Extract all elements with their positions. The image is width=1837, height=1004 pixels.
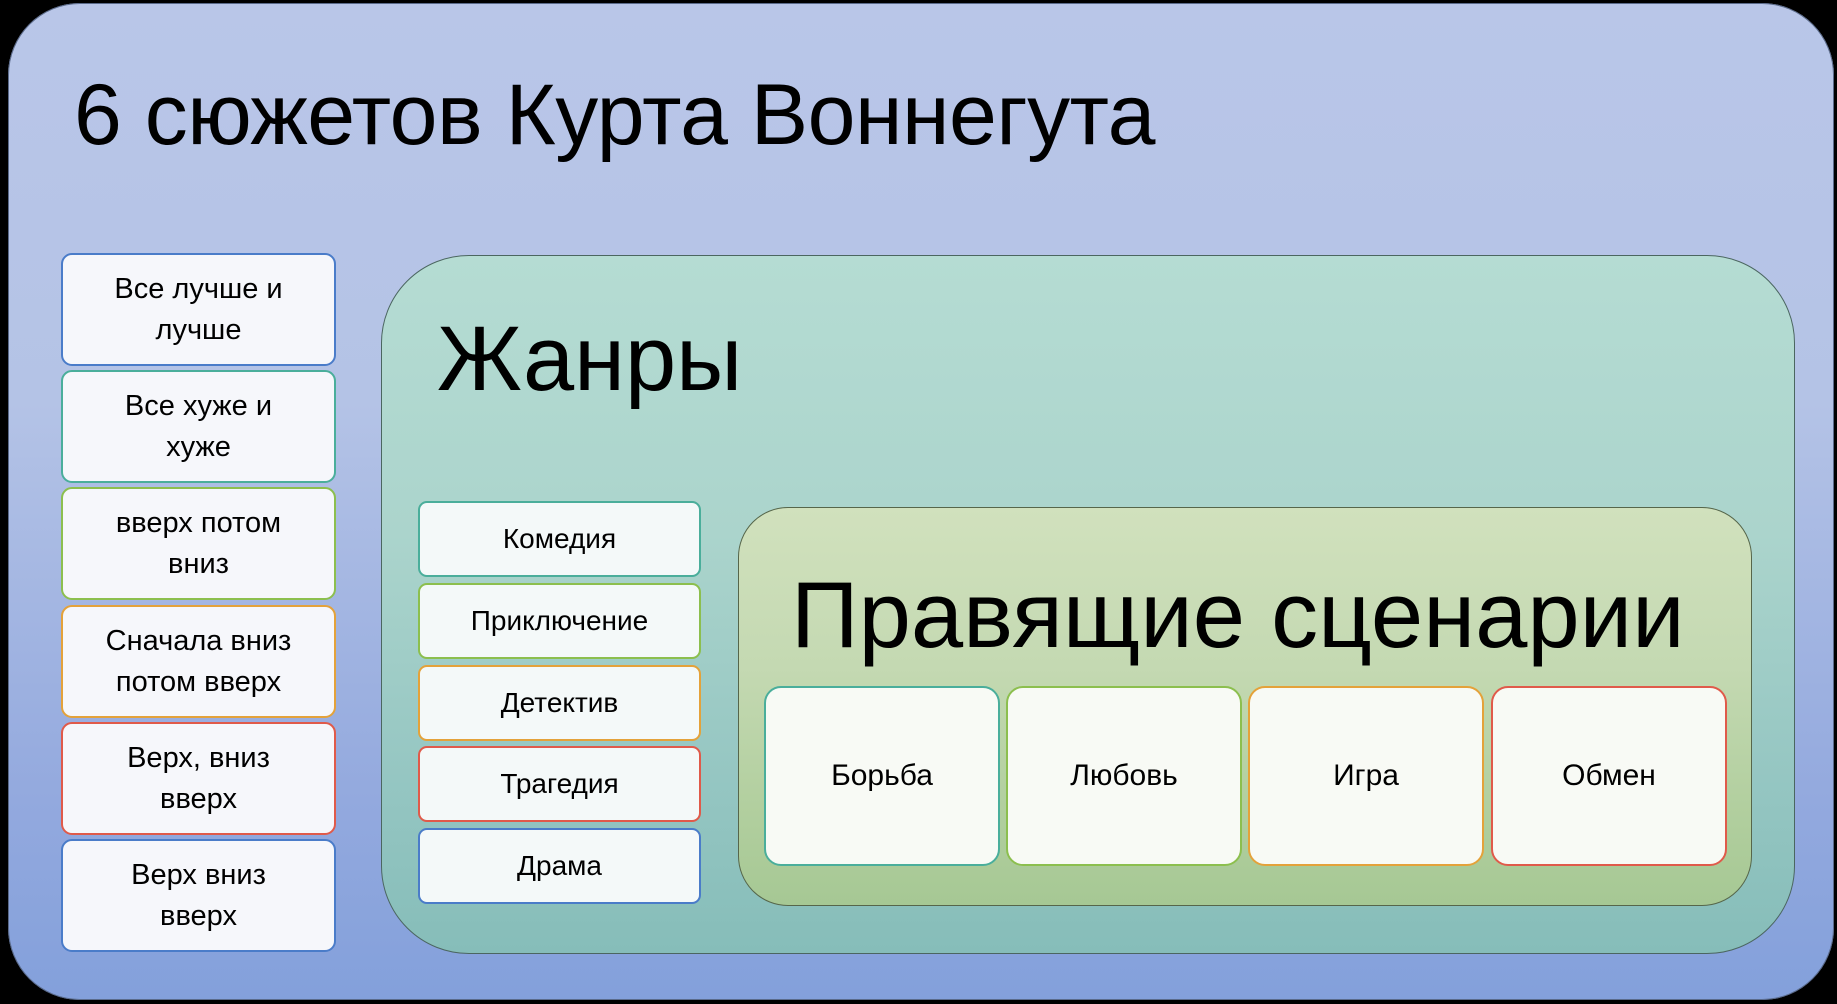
plot-item-worse-and-worse: Все хуже и хуже (61, 370, 336, 483)
genres-panel: Жанры Комедия Приключение Детектив Траге… (381, 255, 1795, 954)
genre-item-tragedy: Трагедия (418, 746, 701, 822)
plot-item-up-then-down: вверх потом вниз (61, 487, 336, 600)
slide-title: 6 сюжетов Курта Воннегута (74, 67, 1155, 163)
plot-item-up-down-up-2: Верх вниз вверх (61, 839, 336, 952)
scenario-item-exchange: Обмен (1491, 686, 1727, 866)
scenario-item-game: Игра (1248, 686, 1484, 866)
genre-item-adventure: Приключение (418, 583, 701, 659)
plot-item-better-and-better: Все лучше и лучше (61, 253, 336, 366)
genre-item-comedy: Комедия (418, 501, 701, 577)
slide-frame: 6 сюжетов Курта Воннегута Все лучше и лу… (8, 3, 1834, 1000)
genre-item-detective: Детектив (418, 665, 701, 741)
plot-item-up-down-up: Верх, вниз вверх (61, 722, 336, 835)
genre-item-drama: Драма (418, 828, 701, 904)
scenarios-title: Правящие сценарии (791, 562, 1685, 667)
scenario-item-struggle: Борьба (764, 686, 1000, 866)
scenario-item-love: Любовь (1006, 686, 1242, 866)
genres-title: Жанры (437, 308, 743, 410)
plot-item-down-then-up: Сначала вниз потом вверх (61, 605, 336, 718)
scenarios-panel: Правящие сценарии Борьба Любовь Игра Обм… (738, 507, 1752, 906)
